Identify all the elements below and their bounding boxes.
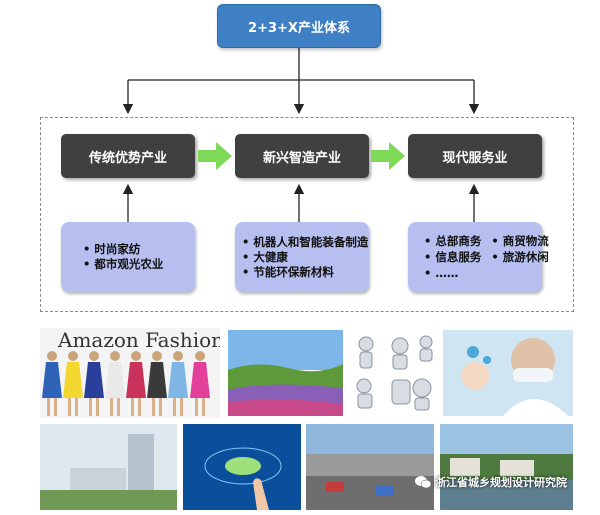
detail-item: • 商贸物流 bbox=[491, 233, 549, 248]
detail-item: • 时尚家纺 bbox=[83, 242, 141, 256]
logistics-market-photo bbox=[306, 424, 434, 510]
detail-item: • 信息服务 bbox=[424, 249, 482, 264]
fashion-brand-text: Amazon Fashion bbox=[58, 328, 220, 352]
detail-item: • 节能环保新材料 bbox=[242, 264, 334, 279]
industry-box-service: 现代服务业 bbox=[408, 134, 542, 178]
detail-item: • 大健康 bbox=[242, 249, 288, 264]
detail-box-emerging: • 机器人和智能装备制造 • 大健康 • 节能环保新材料 bbox=[235, 222, 369, 292]
modern-buildings-photo bbox=[40, 424, 177, 510]
fashion-models-photo: Amazon Fashion bbox=[40, 328, 220, 418]
industry-group-frame bbox=[40, 117, 574, 312]
detail-item: • 都市观光农业 bbox=[83, 257, 164, 271]
models-figures-icon bbox=[42, 351, 210, 416]
detail-item: • 总部商务 bbox=[424, 233, 482, 248]
wechat-icon bbox=[415, 476, 431, 489]
detail-item: • …… bbox=[424, 265, 459, 280]
robots-photo bbox=[348, 330, 438, 416]
farmland-landscape-photo bbox=[228, 330, 343, 416]
detail-box-traditional: • 时尚家纺 • 都市观光农业 bbox=[61, 222, 195, 292]
watermark: 浙江省城乡规划设计研究院 bbox=[415, 474, 567, 490]
watermark-text: 浙江省城乡规划设计研究院 bbox=[435, 476, 567, 489]
detail-item: • 旅游休闲 bbox=[491, 249, 549, 264]
flow-arrow-icon bbox=[371, 142, 405, 170]
industry-box-emerging: 新兴智造产业 bbox=[235, 134, 369, 178]
detail-box-service: • 总部商务 • 商贸物流 • 信息服务 • 旅游休闲 • …… bbox=[408, 222, 549, 292]
system-title-box: 2+3+X产业体系 bbox=[217, 4, 381, 48]
health-tech-photo bbox=[443, 330, 573, 416]
water-town-photo bbox=[440, 424, 573, 510]
cloud-service-photo bbox=[183, 424, 301, 510]
industry-box-traditional: 传统优势产业 bbox=[61, 134, 195, 178]
flow-arrow-icon bbox=[198, 142, 232, 170]
detail-item: • 机器人和智能装备制造 bbox=[242, 234, 369, 249]
